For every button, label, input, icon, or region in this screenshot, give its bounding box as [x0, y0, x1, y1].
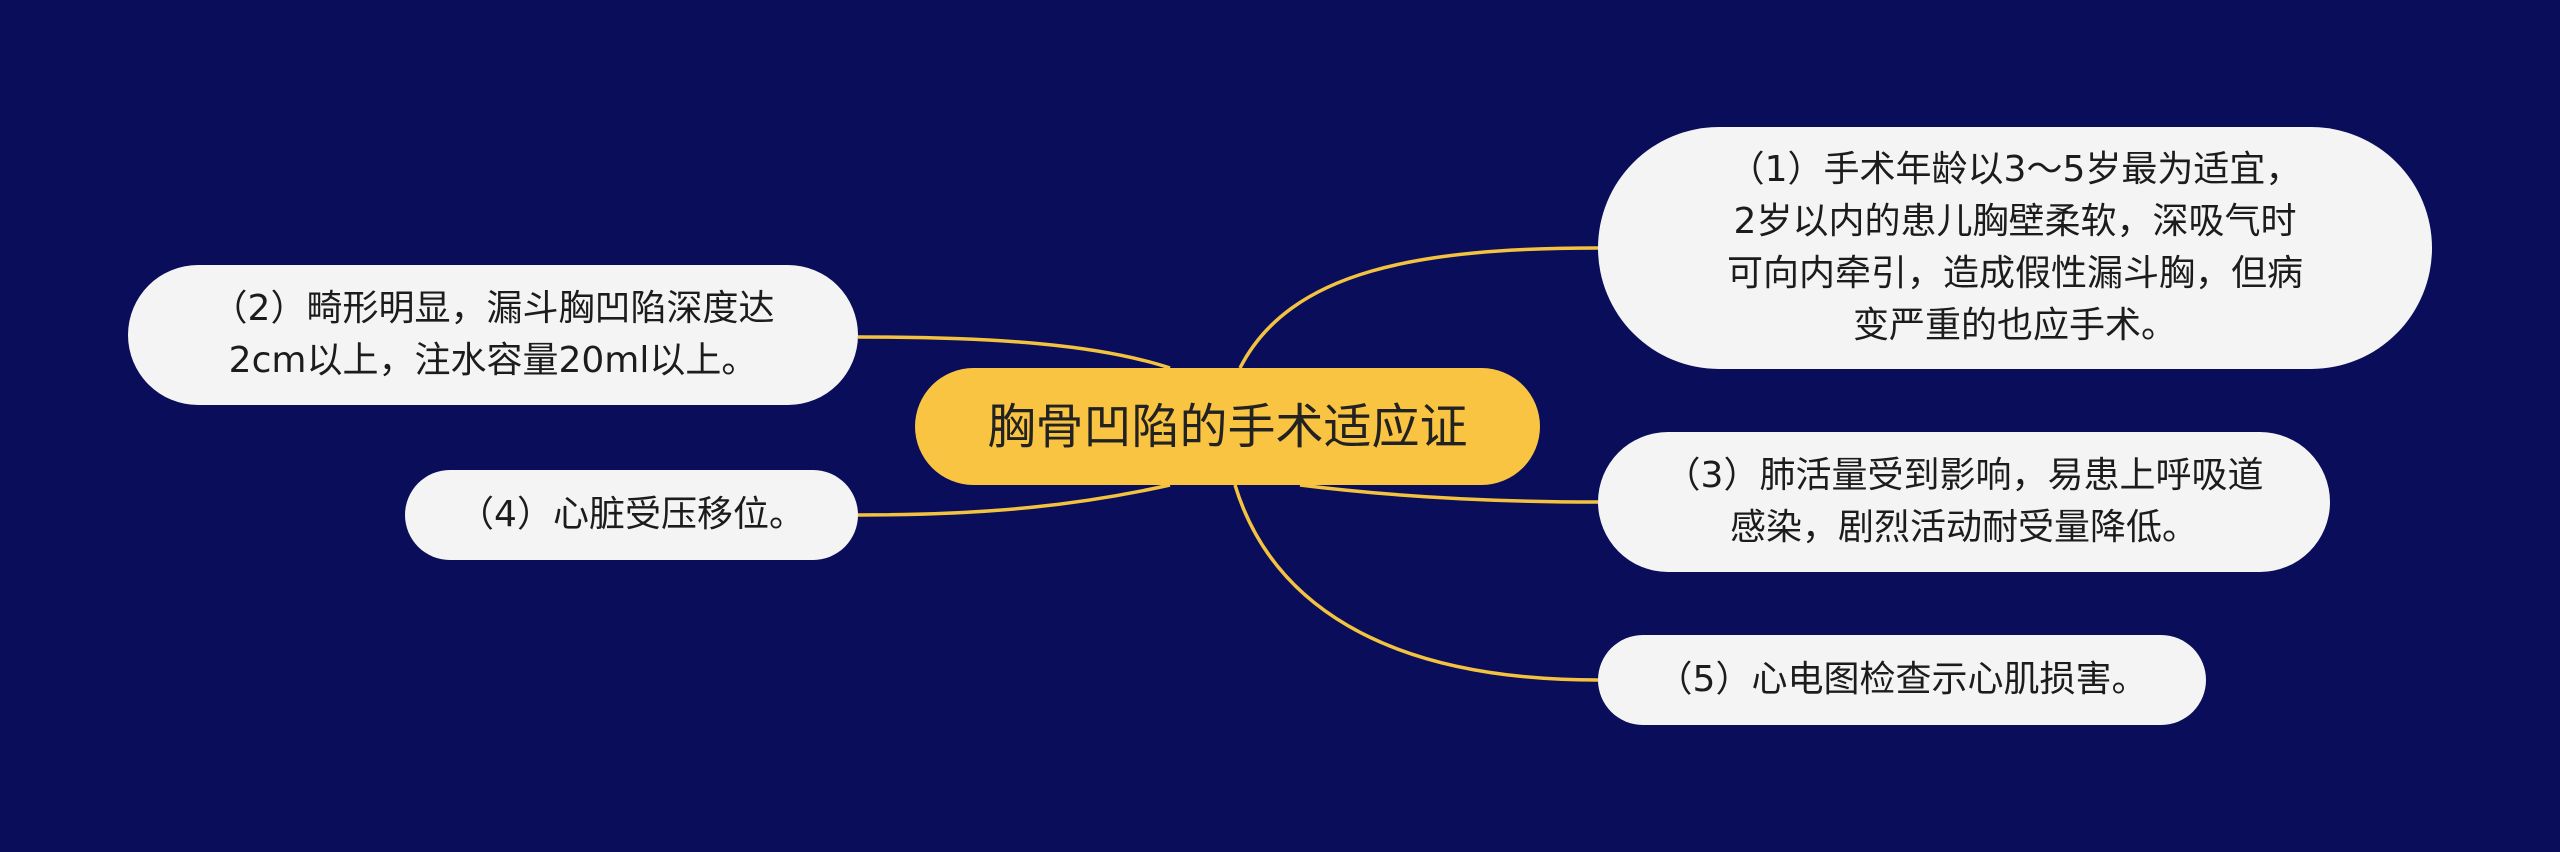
- connector-to-node-3: [1299, 483, 1599, 504]
- connector-to-node-5: [1233, 484, 1599, 682]
- branch-node-1[interactable]: （1）手术年龄以3～5岁最为适宜，2岁以内的患儿胸壁柔软，深吸气时可向内牵引，造…: [1598, 127, 2432, 369]
- branch-node-4-label: （4）心脏受压移位。: [458, 494, 805, 535]
- root-topic[interactable]: 胸骨凹陷的手术适应证: [915, 368, 1540, 485]
- branch-node-5-label: （5）心电图检查示心肌损害。: [1656, 659, 2148, 700]
- connector-to-node-4: [857, 483, 1171, 517]
- branch-node-2[interactable]: （2）畸形明显，漏斗胸凹陷深度达2cm以上，注水容量20ml以上。: [128, 265, 858, 405]
- branch-node-1-label: （1）手术年龄以3～5岁最为适宜，2岁以内的患儿胸壁柔软，深吸气时可向内牵引，造…: [1726, 149, 2303, 346]
- connector-to-node-2: [857, 335, 1171, 370]
- branch-node-3[interactable]: （3）肺活量受到影响，易患上呼吸道感染，剧烈活动耐受量降低。: [1598, 432, 2330, 572]
- branch-node-4[interactable]: （4）心脏受压移位。: [405, 470, 858, 560]
- connector-to-node-1: [1238, 246, 1599, 369]
- branch-node-3-label: （3）肺活量受到影响，易患上呼吸道感染，剧烈活动耐受量降低。: [1664, 455, 2264, 548]
- branch-node-5[interactable]: （5）心电图检查示心肌损害。: [1598, 635, 2206, 725]
- root-topic-label: 胸骨凹陷的手术适应证: [987, 398, 1468, 455]
- branch-node-2-label: （2）畸形明显，漏斗胸凹陷深度达2cm以上，注水容量20ml以上。: [211, 288, 775, 381]
